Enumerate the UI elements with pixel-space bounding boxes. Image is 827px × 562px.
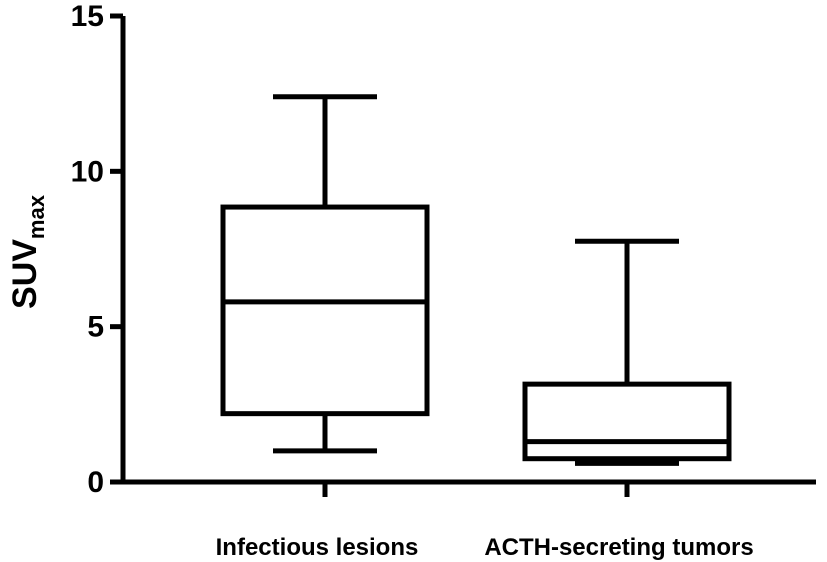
box-acth-secreting-tumors [522, 238, 732, 466]
box-infectious-lesions [220, 94, 430, 454]
y-axis: 0 5 10 15 [71, 0, 126, 499]
iqr-box [522, 381, 732, 462]
y-tick-label: 10 [71, 155, 104, 188]
iqr-box [220, 204, 430, 417]
x-ticks: Infectious lesions ACTH-secreting tumors [216, 482, 754, 561]
y-tick-label: 0 [87, 466, 104, 499]
y-tick-label: 15 [71, 0, 104, 33]
y-ticks: 0 5 10 15 [71, 0, 123, 499]
x-tick-label: Infectious lesions [216, 534, 419, 561]
y-axis-title-subscript: max [24, 194, 49, 239]
x-tick-label: ACTH-secreting tumors [484, 534, 753, 561]
y-tick-label: 5 [87, 311, 104, 344]
x-axis: Infectious lesions ACTH-secreting tumors [121, 479, 816, 561]
boxes [220, 94, 732, 466]
y-axis-title-main: SUV [6, 239, 44, 309]
y-axis-title: SUVmax [6, 194, 49, 309]
